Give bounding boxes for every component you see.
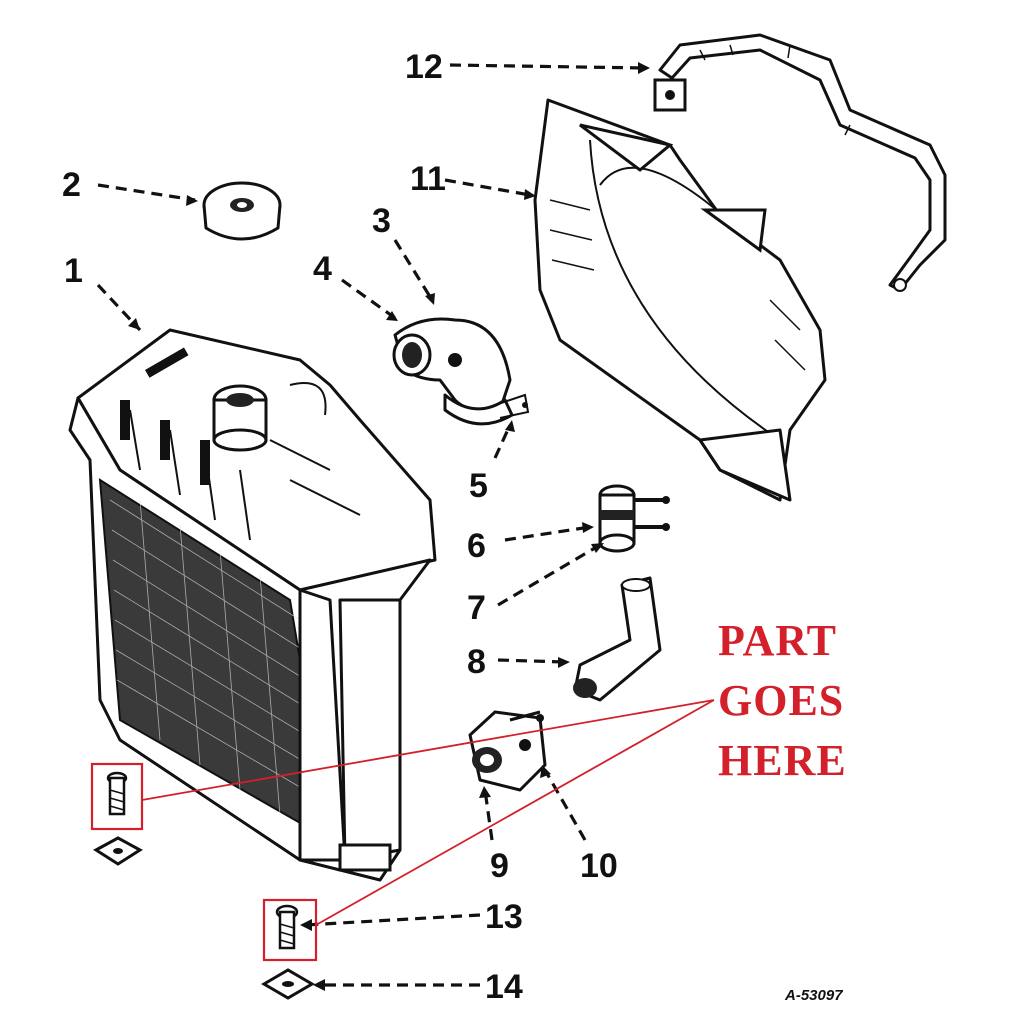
bypass-tube-part [573,576,662,702]
callout-labels: 1 2 3 4 5 6 7 8 9 10 11 12 13 14 [62,48,618,1006]
callout-7: 7 [467,589,486,627]
bolt-upper-part [106,771,128,816]
annotation-line-2: GOES [718,676,844,725]
annotation-line-1: PART [718,616,837,665]
figure-reference: A-53097 [784,987,843,1004]
callout-8: 8 [467,643,486,681]
callout-13: 13 [485,898,523,936]
callout-3: 3 [372,202,391,240]
thermostat-housing-part [468,710,547,792]
highlight-pointer-upper [141,699,715,801]
fan-shroud-part [533,98,827,502]
highlight-box-lower [262,898,318,962]
washer-lower-part [261,968,315,1000]
part-highlight-annotation: PART GOES HERE [90,616,847,962]
callout-11: 11 [410,160,446,198]
leader-lines [96,63,646,987]
callout-9: 9 [490,847,509,885]
callout-14: 14 [485,968,523,1006]
washer-upper-part [93,836,143,866]
annotation-line-3: HERE [718,736,847,785]
radiator-cap-part [202,181,282,241]
highlight-box-upper [90,762,144,831]
callout-5: 5 [469,467,488,505]
callout-4: 4 [313,250,332,288]
callout-6: 6 [467,527,486,565]
callout-12: 12 [405,48,443,86]
hose-elbow-part [392,317,514,426]
highlight-pointer-lower [315,699,715,926]
callout-1: 1 [64,252,83,290]
hose-clamp-part [494,393,530,419]
bolt-lower-part [275,904,299,950]
fitting-part [598,484,670,553]
support-brace-part [653,33,947,292]
callout-2: 2 [62,166,81,204]
radiator-part [68,328,437,882]
callout-10: 10 [580,847,618,885]
arrow-heads [128,62,650,991]
